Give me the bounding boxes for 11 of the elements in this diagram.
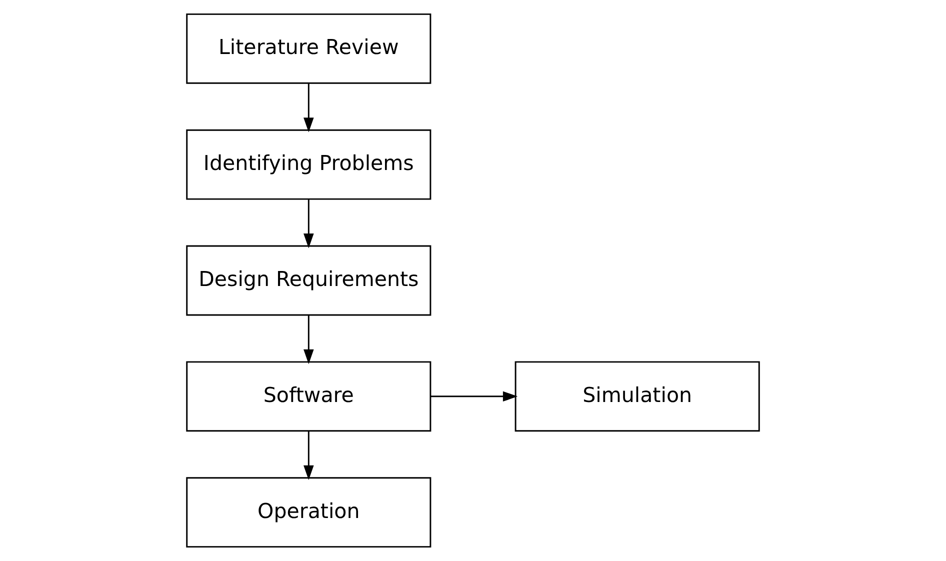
- node-box: Operation: [186, 477, 432, 548]
- arrow: [430, 391, 518, 402]
- node-box: Simulation: [514, 361, 760, 432]
- node-box: Identifying Problems: [186, 129, 432, 200]
- arrow: [304, 315, 314, 364]
- node-box: Literature Review: [186, 13, 432, 84]
- arrow: [304, 431, 314, 480]
- node-box: Software: [186, 361, 432, 432]
- node-box: Design Requirements: [186, 245, 432, 316]
- arrow: [304, 83, 314, 132]
- arrow: [304, 199, 314, 248]
